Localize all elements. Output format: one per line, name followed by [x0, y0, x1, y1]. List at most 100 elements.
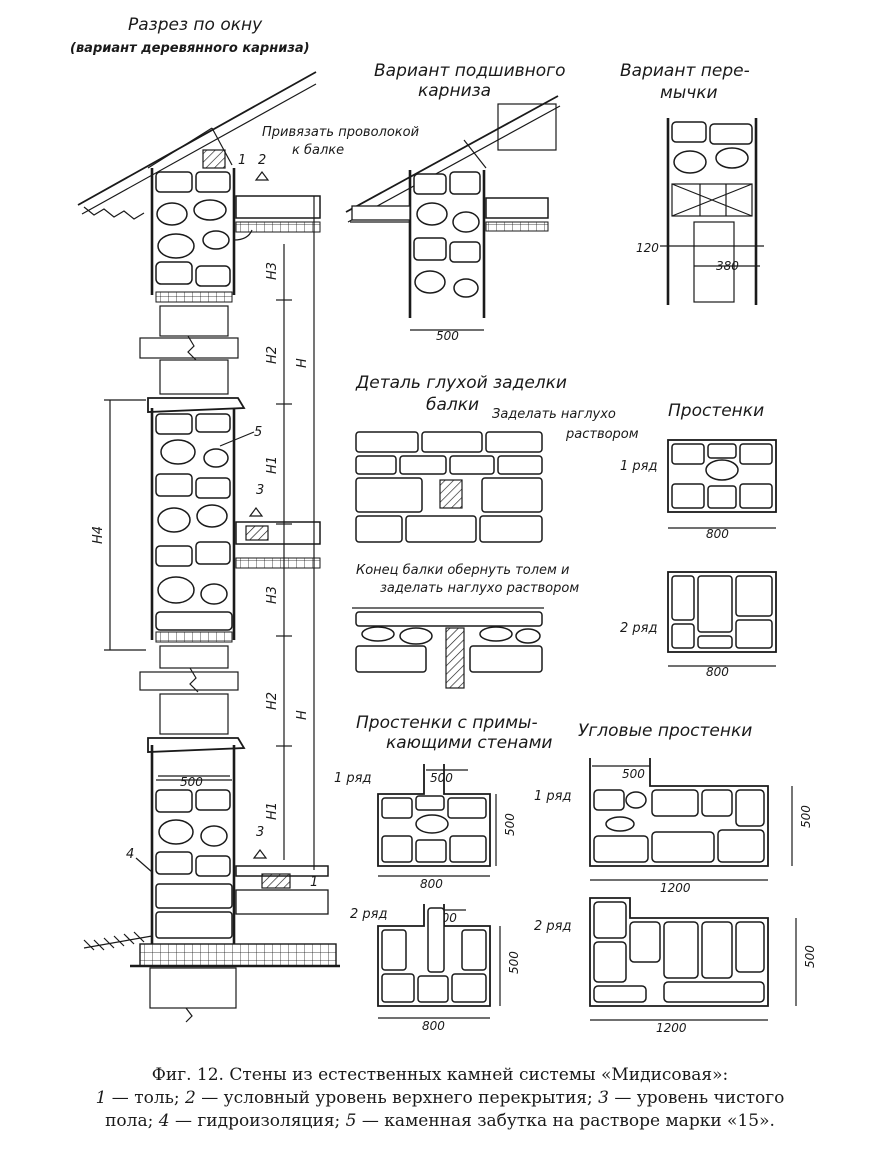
- corner-width-1: 1200: [660, 881, 691, 895]
- caption-item-1-num: 1: [95, 1088, 107, 1108]
- corner-width-2: 1200: [656, 1021, 687, 1035]
- corner-piers: Угловые простенки 1 ряд 500 500 1200 2 р…: [534, 721, 817, 1035]
- stones-upper: [155, 171, 231, 287]
- corner-top-1: 500: [622, 767, 645, 781]
- corner-side-2: 500: [803, 945, 817, 968]
- floor-base: [235, 889, 329, 915]
- caption-item-3: — уровень чистого пола;: [105, 1088, 785, 1131]
- soffit-width: 500: [436, 329, 459, 343]
- adjoining-row-1: 1 ряд: [334, 771, 371, 786]
- caption-item-5: — каменная забутка на растворе марки «15…: [356, 1111, 775, 1131]
- main-section-subtitle: (вариант деревянного карниза): [70, 41, 310, 56]
- level-mark-3-mid: [248, 507, 264, 517]
- bottom-beam-end: [261, 873, 291, 889]
- caption-item-4: — гидроизоляция;: [169, 1111, 346, 1131]
- corner-row-1: 1 ряд: [534, 789, 571, 804]
- beam-note-1b: раствором: [565, 427, 639, 442]
- piers-width-2: 800: [706, 665, 729, 679]
- caption-item-5-num: 5: [345, 1111, 357, 1131]
- label-1-bottom: 1: [310, 875, 318, 890]
- corner-title: Угловые простенки: [578, 721, 752, 741]
- stones-lower: [155, 775, 233, 939]
- window2-break: [139, 671, 239, 691]
- adjoining-side-1: 500: [503, 813, 517, 836]
- corner-side-1: 500: [799, 805, 813, 828]
- figure-caption: Фиг. 12. Стены из естественных камней си…: [70, 1064, 810, 1133]
- wall-width: 500: [180, 775, 203, 789]
- eaves-profile: [83, 206, 145, 220]
- beam-note-2b: заделать наглухо раствором: [380, 581, 579, 596]
- dim-H4: H4: [91, 526, 106, 544]
- mid-beam-end: [245, 525, 269, 541]
- caption-item-2: — условный уровень верхнего перекрытия;: [195, 1088, 599, 1108]
- adjoining-side-2: 500: [507, 951, 521, 974]
- corner-row-2: 2 ряд: [534, 919, 571, 934]
- foundation: [149, 967, 237, 1009]
- dim-H2-lower: H2: [265, 692, 280, 710]
- caption-item-4-num: 4: [158, 1111, 170, 1131]
- beam-detail: Деталь глухой заделки балки Заделать наг…: [352, 373, 639, 689]
- dim-H1-upper: H1: [265, 456, 280, 474]
- window2-frame-upper: [159, 645, 229, 669]
- caption-item-2-num: 2: [185, 1088, 196, 1108]
- dim-H1-lower: H1: [265, 802, 280, 820]
- piers-row-2: 2 ряд: [620, 621, 657, 636]
- level-mark-2: [254, 171, 270, 181]
- lintel-dim-120: 120: [636, 241, 659, 255]
- window2-head: [155, 631, 233, 643]
- lintel-title-2: мычки: [660, 83, 718, 103]
- roof-line: [77, 71, 317, 206]
- label-3-bottom: 3: [256, 825, 264, 840]
- height-dimensions: [104, 196, 315, 870]
- beam-wall-1: [355, 431, 543, 543]
- main-section-title: Разрез по окну: [128, 15, 263, 35]
- foundation-plinth: [139, 943, 337, 967]
- top-floor-beam: [235, 195, 321, 219]
- label-5: 5: [254, 425, 262, 440]
- piers-adjoining: Простенки с примы- кающими стенами 1 ряд…: [334, 713, 552, 1033]
- lintel-block: [671, 183, 753, 217]
- dim-H3-upper: H3: [265, 262, 280, 280]
- window-frame-upper: [159, 305, 229, 337]
- note-wire: Привязать проволокой: [262, 125, 419, 140]
- adjoining-title-1: Простенки с примы-: [356, 713, 538, 733]
- caption-lead: Фиг. 12. Стены из естественных камней си…: [151, 1065, 729, 1085]
- label-4: 4: [126, 847, 134, 862]
- piers-width-1: 800: [706, 527, 729, 541]
- lintel-title-1: Вариант пере-: [620, 61, 750, 81]
- window2-frame-lower: [159, 693, 229, 735]
- note-beam: к балке: [292, 143, 344, 158]
- window-sill-upper: [147, 397, 246, 413]
- adjoining-title-2: кающими стенами: [386, 733, 552, 753]
- soffit-variant: Вариант подшивного карниза 500: [345, 61, 566, 343]
- dim-H-upper: H: [295, 358, 310, 368]
- label-3-mid: 3: [256, 483, 264, 498]
- soffit-title-2: карниза: [418, 81, 491, 101]
- dim-H2-upper: H2: [265, 346, 280, 364]
- label-1-top: 1: [238, 153, 246, 168]
- adjoining-top-1: 500: [430, 771, 453, 785]
- window-break-upper: [139, 337, 239, 359]
- main-section: Разрез по окну (вариант деревянного карн…: [70, 15, 419, 1023]
- beam-detail-title-1: Деталь глухой заделки: [355, 373, 567, 393]
- wood-block: [202, 149, 226, 169]
- dim-H-lower: H: [295, 710, 310, 720]
- adjoining-width-1: 800: [420, 877, 443, 891]
- adjoining-row-2: 2 ряд: [350, 907, 387, 922]
- stones-middle: [155, 413, 233, 631]
- window-frame-lower: [159, 359, 229, 395]
- window-sill-lower: [147, 737, 246, 753]
- adjoining-width-2: 800: [422, 1019, 445, 1033]
- beam-note-1a: Заделать наглухо: [492, 407, 616, 422]
- top-ceiling: [235, 221, 321, 233]
- beam-detail-title-2: балки: [426, 395, 479, 415]
- roof-line-lower: [81, 83, 317, 215]
- piers-title: Простенки: [668, 401, 764, 421]
- caption-item-1: — толь;: [106, 1088, 186, 1108]
- mid-ceiling: [235, 557, 321, 569]
- soffit-title-1: Вариант подшивного: [374, 61, 566, 81]
- dim-H3-lower: H3: [265, 586, 280, 604]
- piers-row-1: 1 ряд: [620, 459, 657, 474]
- beam-wall-2: [352, 607, 544, 689]
